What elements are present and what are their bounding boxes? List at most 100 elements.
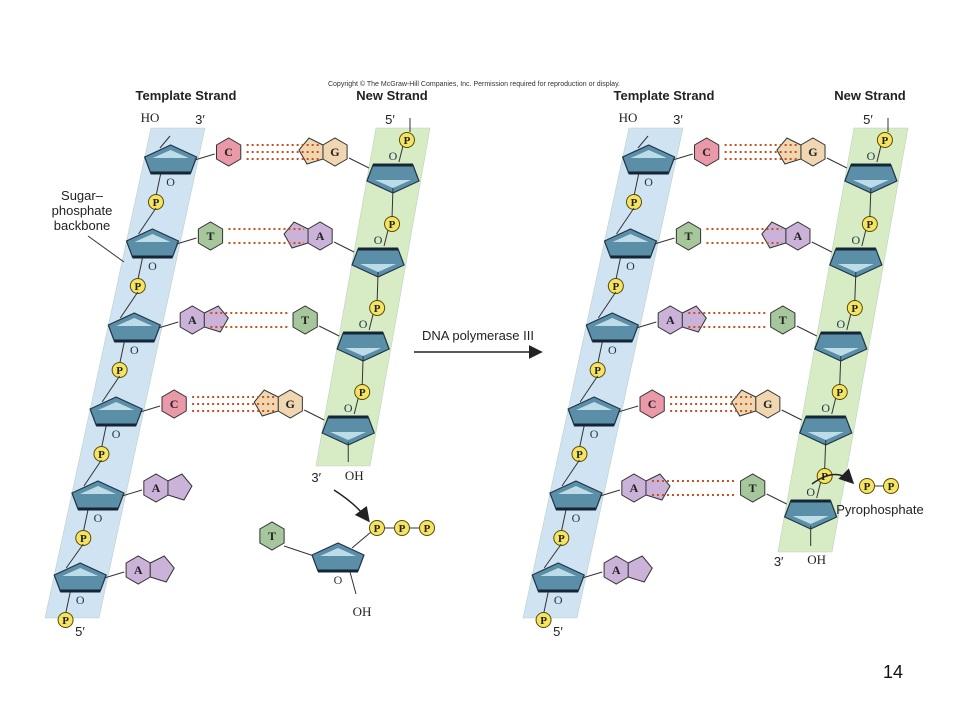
deoxyribose-sugar: O bbox=[621, 144, 676, 189]
sugar-highlight bbox=[837, 264, 874, 272]
backbone-bond bbox=[616, 207, 635, 235]
backbone-bond bbox=[811, 241, 833, 253]
phosphate-label: P bbox=[404, 135, 411, 147]
template-5prime-label: 5′ bbox=[75, 624, 85, 639]
deoxyribose-sugar: O bbox=[603, 228, 658, 273]
incoming-oh: OH bbox=[353, 604, 372, 619]
phosphate-label: P bbox=[389, 219, 396, 231]
deoxyribose-sugar: O bbox=[336, 317, 390, 362]
base-ring bbox=[639, 389, 665, 419]
sugar-highlight bbox=[576, 402, 613, 410]
sugar-highlight bbox=[807, 432, 844, 440]
phosphate-group: P bbox=[553, 530, 570, 546]
phosphate-label: P bbox=[866, 219, 873, 231]
template-3prime-bond bbox=[637, 135, 649, 149]
attack-arrow bbox=[333, 489, 370, 523]
backbone-bond bbox=[353, 397, 359, 415]
pyrophosphate-label: Pyrophosphate bbox=[836, 502, 923, 517]
phosphate-circle bbox=[147, 194, 164, 210]
new-strand-header: New Strand bbox=[834, 88, 906, 103]
backbone-bond bbox=[839, 355, 842, 386]
backbone-bond bbox=[351, 531, 372, 549]
phosphate-circle bbox=[398, 132, 415, 148]
ring-oxygen-label: O bbox=[94, 511, 103, 525]
phosphate-group: P bbox=[876, 132, 893, 148]
deoxyribose-sugar: O bbox=[321, 401, 375, 446]
base-A: A bbox=[125, 555, 175, 585]
backbone-bond bbox=[636, 321, 657, 329]
phosphate-label: P bbox=[836, 387, 843, 399]
backbone-bond bbox=[283, 545, 315, 557]
backbone-bond bbox=[119, 291, 139, 319]
backbone-bond bbox=[824, 439, 827, 470]
ring-oxygen-label: O bbox=[130, 343, 139, 357]
base-T: T bbox=[740, 473, 766, 503]
phosphate-label: P bbox=[576, 449, 583, 461]
backbone-bond bbox=[398, 145, 404, 163]
phosphate-label: P bbox=[424, 523, 431, 535]
phosphate-label: P bbox=[882, 135, 889, 147]
phosphate-label: P bbox=[540, 615, 547, 627]
phosphate-label: P bbox=[374, 303, 381, 315]
ring-oxygen-label: O bbox=[374, 233, 383, 247]
backbone-bond bbox=[82, 509, 89, 533]
base-ring bbox=[675, 221, 702, 251]
backbone-bond bbox=[368, 313, 374, 331]
phosphate-circle bbox=[553, 530, 570, 546]
base-letter: C bbox=[170, 397, 179, 411]
deoxyribose-sugar: O bbox=[351, 233, 405, 278]
base-ring-five bbox=[681, 305, 707, 333]
phosphate-group: P bbox=[831, 384, 848, 400]
phosphate-circle bbox=[394, 520, 410, 536]
phosphate-label: P bbox=[374, 523, 381, 535]
deoxyribose-sugar: O bbox=[549, 480, 603, 525]
ring-oxygen-label: O bbox=[344, 401, 353, 415]
phosphate-label: P bbox=[359, 387, 366, 399]
phosphate-group: P bbox=[846, 300, 863, 316]
deoxyribose-sugar: O bbox=[89, 396, 143, 441]
backbone-bond bbox=[65, 543, 84, 569]
phosphate-group: P bbox=[861, 216, 878, 232]
template-3prime-label: 3′ bbox=[195, 112, 205, 127]
phosphate-label: P bbox=[558, 533, 565, 545]
phosphate-circle bbox=[625, 194, 642, 210]
sugar-highlight bbox=[557, 486, 594, 494]
ring-oxygen-label: O bbox=[112, 427, 121, 441]
pyrophosphate-release-arrow bbox=[811, 468, 855, 485]
sugar-highlight bbox=[612, 234, 649, 242]
ring-oxygen-label: O bbox=[867, 149, 876, 163]
base-ring bbox=[197, 221, 224, 251]
deoxyribose-sugar: O bbox=[567, 396, 621, 441]
backbone-bond bbox=[781, 409, 802, 421]
phosphate-group: P bbox=[398, 132, 415, 148]
base-ring-five bbox=[167, 473, 193, 501]
base-ring-five bbox=[761, 221, 787, 249]
base-ring bbox=[292, 305, 318, 335]
phosphate-circle bbox=[75, 530, 92, 546]
new-strand-band bbox=[315, 127, 431, 467]
backbone-bond bbox=[543, 591, 549, 615]
base-ring-five bbox=[283, 221, 309, 249]
base-T: T bbox=[197, 221, 224, 251]
backbone-bond bbox=[561, 459, 580, 487]
base-letter: A bbox=[316, 229, 325, 243]
phosphate-group: P bbox=[57, 612, 74, 628]
backbone-bond bbox=[383, 229, 389, 247]
ring-oxygen-label: O bbox=[334, 573, 343, 587]
phosphate-group: P bbox=[93, 446, 110, 462]
deoxyribose-sugar: O bbox=[798, 401, 853, 446]
phosphate-label: P bbox=[612, 281, 619, 293]
ring-oxygen-label: O bbox=[389, 149, 398, 163]
backbone-bond bbox=[333, 241, 355, 253]
new-3prime-oh: OH bbox=[345, 468, 364, 483]
backbone-bond bbox=[101, 375, 121, 403]
backbone-bond bbox=[158, 321, 179, 329]
backbone-bond bbox=[854, 271, 857, 302]
base-T: T bbox=[675, 221, 702, 251]
phosphate-circle bbox=[57, 612, 74, 628]
phosphate-group: P bbox=[571, 446, 588, 462]
backbone-bond bbox=[560, 509, 567, 533]
deoxyribose-sugar: O bbox=[71, 480, 125, 525]
ring-oxygen-label: O bbox=[148, 259, 157, 273]
